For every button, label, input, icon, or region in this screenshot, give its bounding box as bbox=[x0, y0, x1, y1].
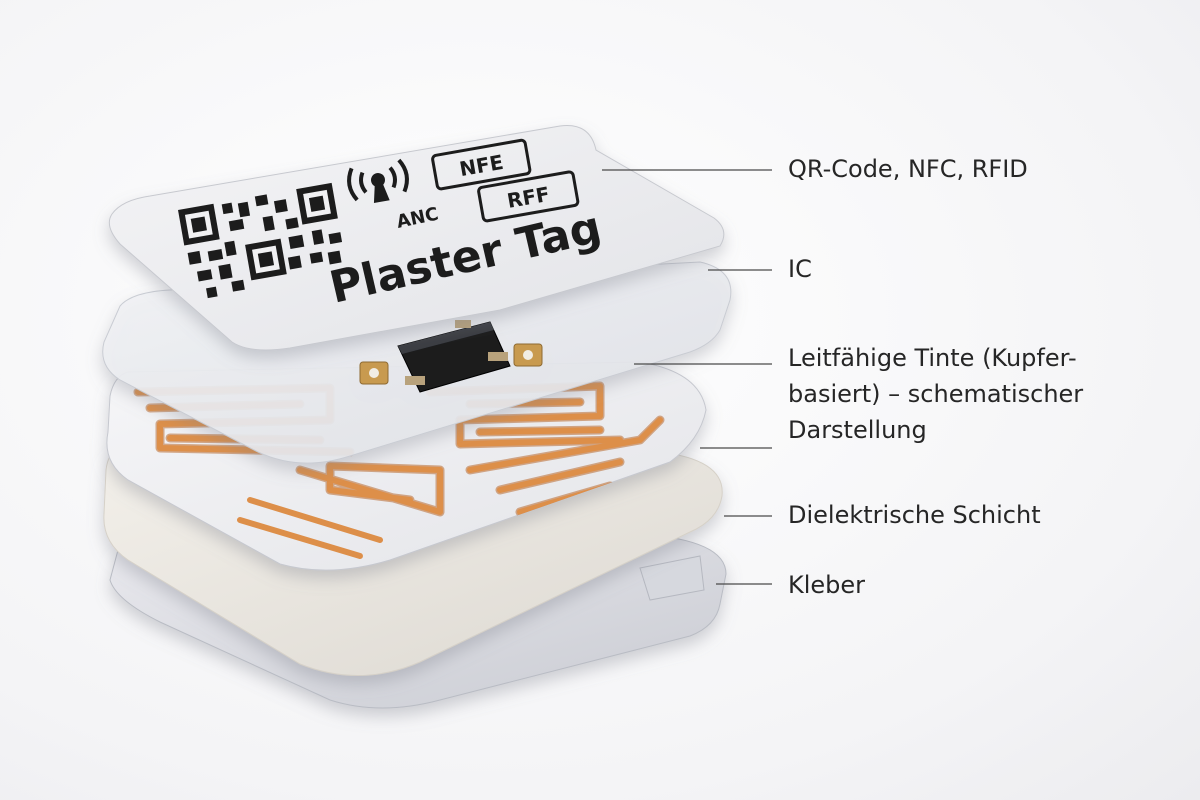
print-top-layer: NFE RFF ANC Plaster Tag bbox=[108, 125, 725, 351]
qr-code bbox=[178, 182, 343, 299]
ic-chip bbox=[359, 320, 543, 393]
liner-tab bbox=[639, 555, 705, 601]
label-dielectric: Dielektrische Schicht bbox=[788, 501, 1041, 529]
leader-lines bbox=[602, 169, 772, 585]
label-conductive-ink: Leitfähige Tinte (Kupfer-basiert) – sche… bbox=[788, 344, 1084, 444]
nfc-signal-icon bbox=[347, 158, 409, 204]
label-print-layer: QR-Code, NFC, RFID bbox=[788, 155, 1028, 183]
label-adhesive: Kleber bbox=[788, 571, 866, 599]
label-ic: IC bbox=[788, 255, 812, 283]
